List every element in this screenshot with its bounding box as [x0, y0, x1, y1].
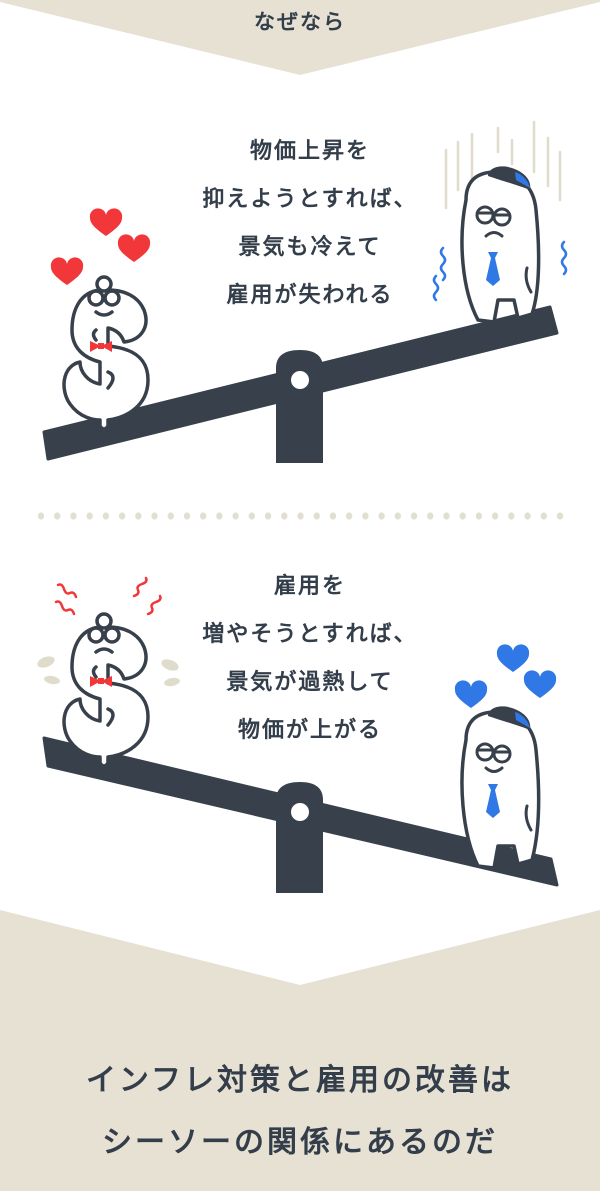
- divider-dot: [151, 512, 158, 520]
- header-label: なぜなら: [254, 10, 346, 34]
- divider-dot: [70, 512, 77, 520]
- scene-1-message: 物価上昇を 抑えようとすれば、 景気も冷えて 雇用が失われる: [10, 128, 600, 320]
- worker-character-sad: [460, 166, 541, 324]
- seesaw-2: [42, 736, 559, 893]
- divider-dot: [199, 512, 207, 520]
- divider-dot: [329, 512, 337, 520]
- divider-dot: [102, 512, 110, 520]
- fulcrum-pivot: [291, 803, 309, 821]
- scene-1-line: 景気も冷えて: [238, 235, 382, 260]
- shiver-lines-icon: [432, 240, 568, 302]
- dollar-character-upset: [62, 612, 150, 768]
- worker-character-happy: [460, 706, 541, 870]
- divider-dot: [491, 512, 499, 520]
- divider-dot: [508, 512, 515, 520]
- divider-dot: [394, 512, 402, 520]
- worker-hat: [488, 166, 531, 190]
- seesaw-fulcrum: [276, 350, 323, 463]
- red-hearts-icon: [50, 208, 151, 285]
- divider-dot: [362, 512, 369, 520]
- conclusion-line-2: シーソーの関係にあるのだ: [102, 1125, 498, 1160]
- scene-2-line: 雇用を: [273, 574, 346, 599]
- divider-dot: [183, 512, 191, 520]
- scene-1-illustration: [42, 120, 568, 463]
- red-squiggles-icon: [54, 576, 162, 616]
- divider-dot: [216, 512, 223, 520]
- seesaw-fulcrum: [276, 782, 323, 893]
- scene-2-line: 景気が過熱して: [226, 670, 394, 695]
- divider-dot: [345, 512, 353, 520]
- fulcrum-pivot: [291, 371, 309, 389]
- scene-1-line: 物価上昇を: [249, 139, 370, 164]
- divider-dot: [378, 512, 385, 520]
- divider-dot: [443, 512, 450, 520]
- divider-dot: [297, 512, 304, 520]
- divider-dot: [54, 512, 61, 520]
- scene-2-line: 増やそうとすれば、: [202, 622, 418, 647]
- divider-dot: [427, 512, 434, 520]
- sweat-drops-icon: [37, 656, 180, 687]
- divider-dot: [281, 512, 288, 520]
- divider-dot: [475, 512, 483, 520]
- divider-dot: [135, 512, 142, 520]
- blue-hearts-icon: [454, 644, 557, 708]
- bottom-chevron-band: [0, 910, 600, 1191]
- scene-2-message: 雇用を 増やそうとすれば、 景気が過熱して 物価が上がる: [10, 563, 600, 755]
- divider-dot: [167, 512, 174, 520]
- conclusion-line-1: インフレ対策と雇用の改善は: [85, 1063, 515, 1098]
- divider-dot: [410, 512, 418, 520]
- divider-dot: [118, 512, 126, 520]
- divider-dot: [524, 512, 531, 520]
- divider-dot: [86, 512, 93, 520]
- red-bowtie-icon: [90, 676, 112, 687]
- divider-dot: [556, 512, 564, 520]
- red-bowtie-icon: [90, 341, 112, 352]
- seesaw-1: [42, 305, 559, 463]
- divider-dot: [313, 512, 320, 520]
- divider-dot: [232, 512, 239, 520]
- dotted-divider: [37, 512, 564, 520]
- divider-dot: [37, 512, 45, 520]
- scene-2-line: 物価が上がる: [237, 718, 382, 743]
- divider-dot: [264, 512, 272, 520]
- scene-1-line: 抑えようとすれば、: [202, 187, 418, 212]
- divider-dot: [248, 512, 256, 520]
- divider-dot: [459, 512, 466, 520]
- blue-tie-icon: [486, 252, 500, 286]
- worker-hat: [488, 706, 531, 730]
- gloom-lines-icon: [444, 120, 562, 210]
- dollar-character-happy: [62, 275, 150, 431]
- scene-1-line: 雇用が失われる: [226, 283, 394, 308]
- top-chevron-band: [0, 0, 600, 75]
- divider-dot: [540, 512, 547, 520]
- scene-2-illustration: [37, 576, 559, 893]
- blue-tie-icon: [486, 784, 500, 818]
